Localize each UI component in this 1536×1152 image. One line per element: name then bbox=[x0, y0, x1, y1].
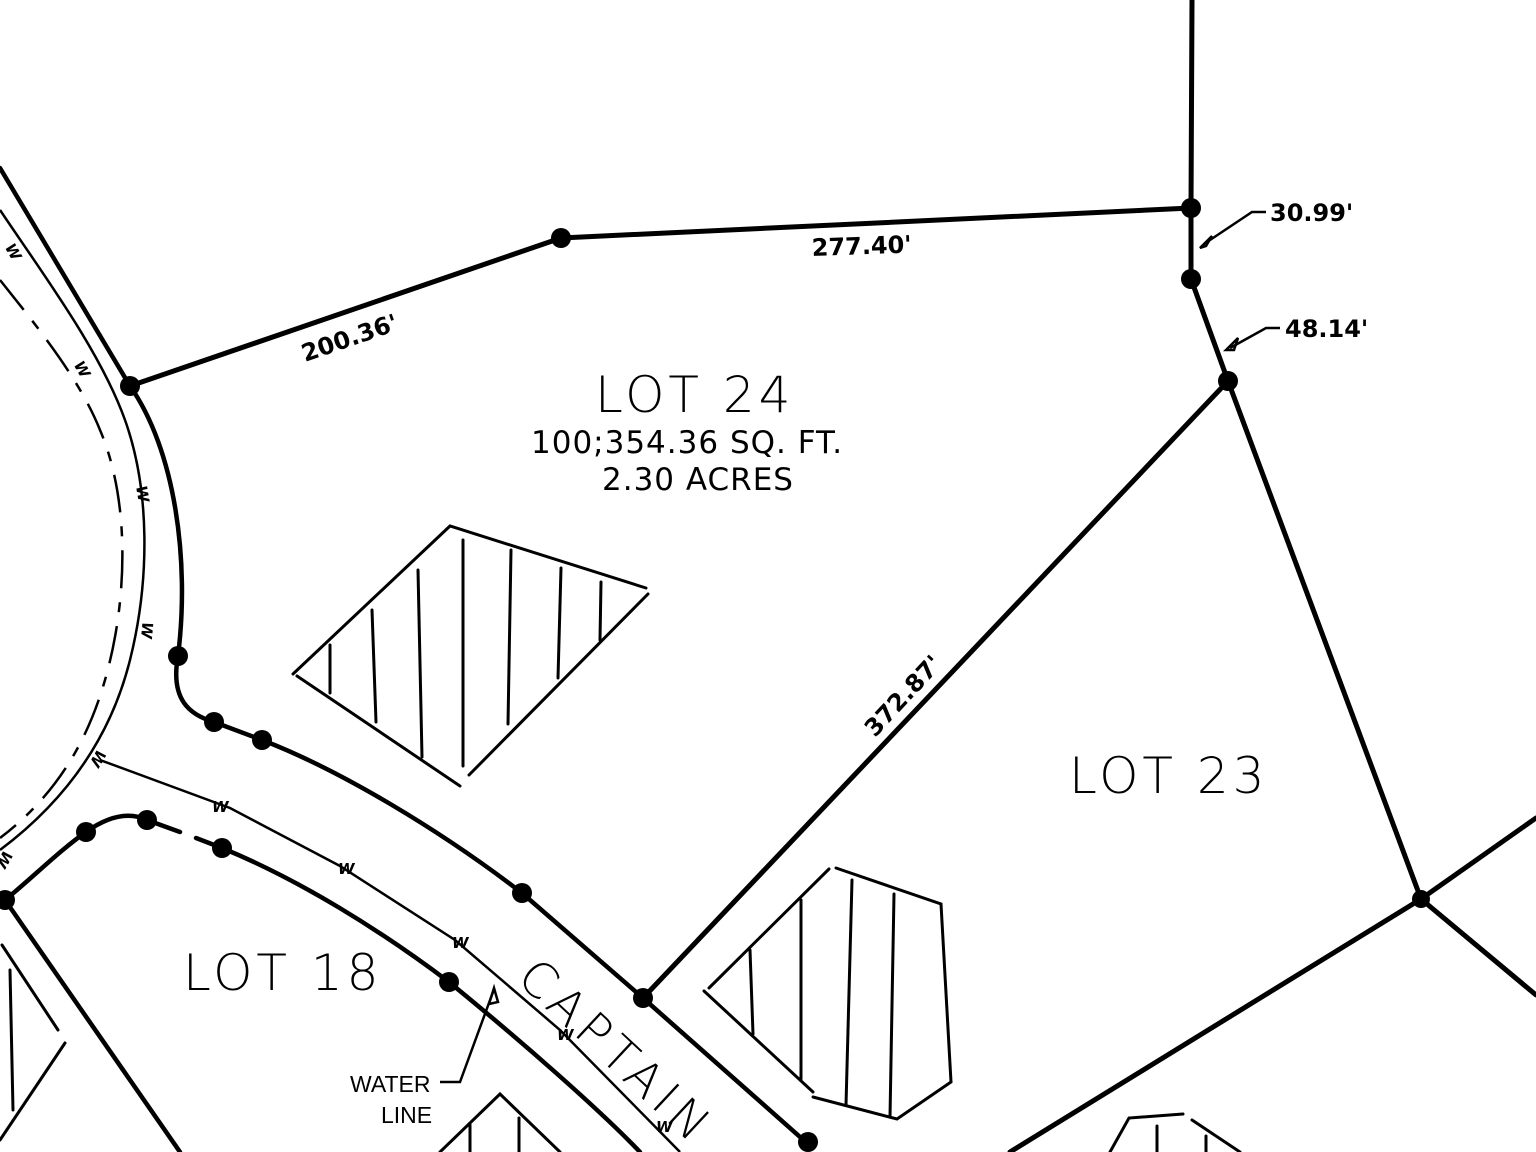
svg-text:W: W bbox=[452, 934, 470, 952]
property-pins bbox=[0, 198, 1430, 1152]
house-footprint-lot-18 bbox=[0, 943, 67, 1142]
right-of-way-lines bbox=[0, 165, 811, 1152]
svg-text:W: W bbox=[338, 860, 356, 878]
svg-text:W: W bbox=[212, 798, 230, 816]
house-footprint-south bbox=[438, 1091, 562, 1152]
dimension-372-87: 372.87' bbox=[859, 650, 948, 742]
water-line-note-1: WATER bbox=[350, 1071, 431, 1097]
svg-text:W: W bbox=[85, 747, 110, 772]
house-footprint-southeast bbox=[1108, 1112, 1242, 1152]
dimension-leaders bbox=[440, 210, 1280, 1084]
svg-text:W: W bbox=[557, 1026, 575, 1044]
dimension-30-99: 30.99' bbox=[1270, 199, 1353, 227]
house-footprint-lot-24 bbox=[291, 524, 650, 788]
lot-24-label-group: LOT 24 100;354.36 SQ. FT. 2.30 ACRES bbox=[531, 366, 843, 498]
house-footprint-lot-23 bbox=[702, 866, 953, 1121]
svg-text:W: W bbox=[137, 621, 157, 641]
lot-23-label: LOT 23 bbox=[1069, 747, 1269, 805]
water-line-note-2: LINE bbox=[381, 1102, 432, 1128]
lot-24-label: LOT 24 bbox=[595, 366, 795, 424]
water-line bbox=[0, 209, 681, 1152]
svg-text:W: W bbox=[656, 1118, 674, 1136]
dimension-277-40: 277.40' bbox=[811, 231, 912, 262]
svg-text:W: W bbox=[70, 358, 95, 383]
road-name-captain: CAPTAIN bbox=[507, 948, 725, 1152]
svg-text:W: W bbox=[0, 848, 16, 873]
dimension-200-36: 200.36' bbox=[298, 309, 402, 368]
lot-24-area-sqft: 100;354.36 SQ. FT. bbox=[531, 425, 843, 461]
lot-18-label: LOT 18 bbox=[183, 944, 383, 1002]
svg-text:W: W bbox=[132, 484, 153, 505]
lot-24-area-acres: 2.30 ACRES bbox=[602, 462, 794, 498]
dimension-48-14: 48.14' bbox=[1285, 315, 1368, 343]
